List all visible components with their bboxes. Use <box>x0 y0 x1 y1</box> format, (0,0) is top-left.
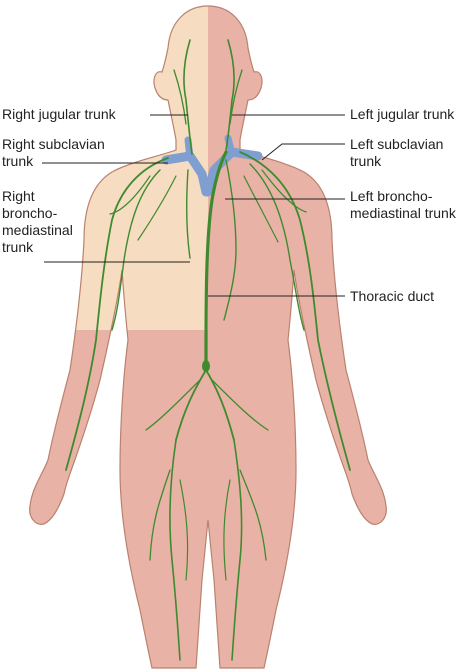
label-left-bronchomediastinal-trunk: Left broncho- mediastinal trunk <box>350 188 456 221</box>
label-left-jugular-trunk: Left jugular trunk <box>350 106 455 122</box>
label-right-subclavian-trunk: Right subclavian trunk <box>2 136 105 169</box>
label-left-subclavian-trunk: Left subclavian trunk <box>350 136 444 169</box>
lymph-vessels <box>65 39 351 661</box>
label-right-jugular-trunk: Right jugular trunk <box>2 106 116 122</box>
label-right-bronchomediastinal-trunk: Right broncho- mediastinal trunk <box>2 188 73 255</box>
label-thoracic-duct: Thoracic duct <box>350 288 435 304</box>
leader-lines <box>42 114 345 297</box>
